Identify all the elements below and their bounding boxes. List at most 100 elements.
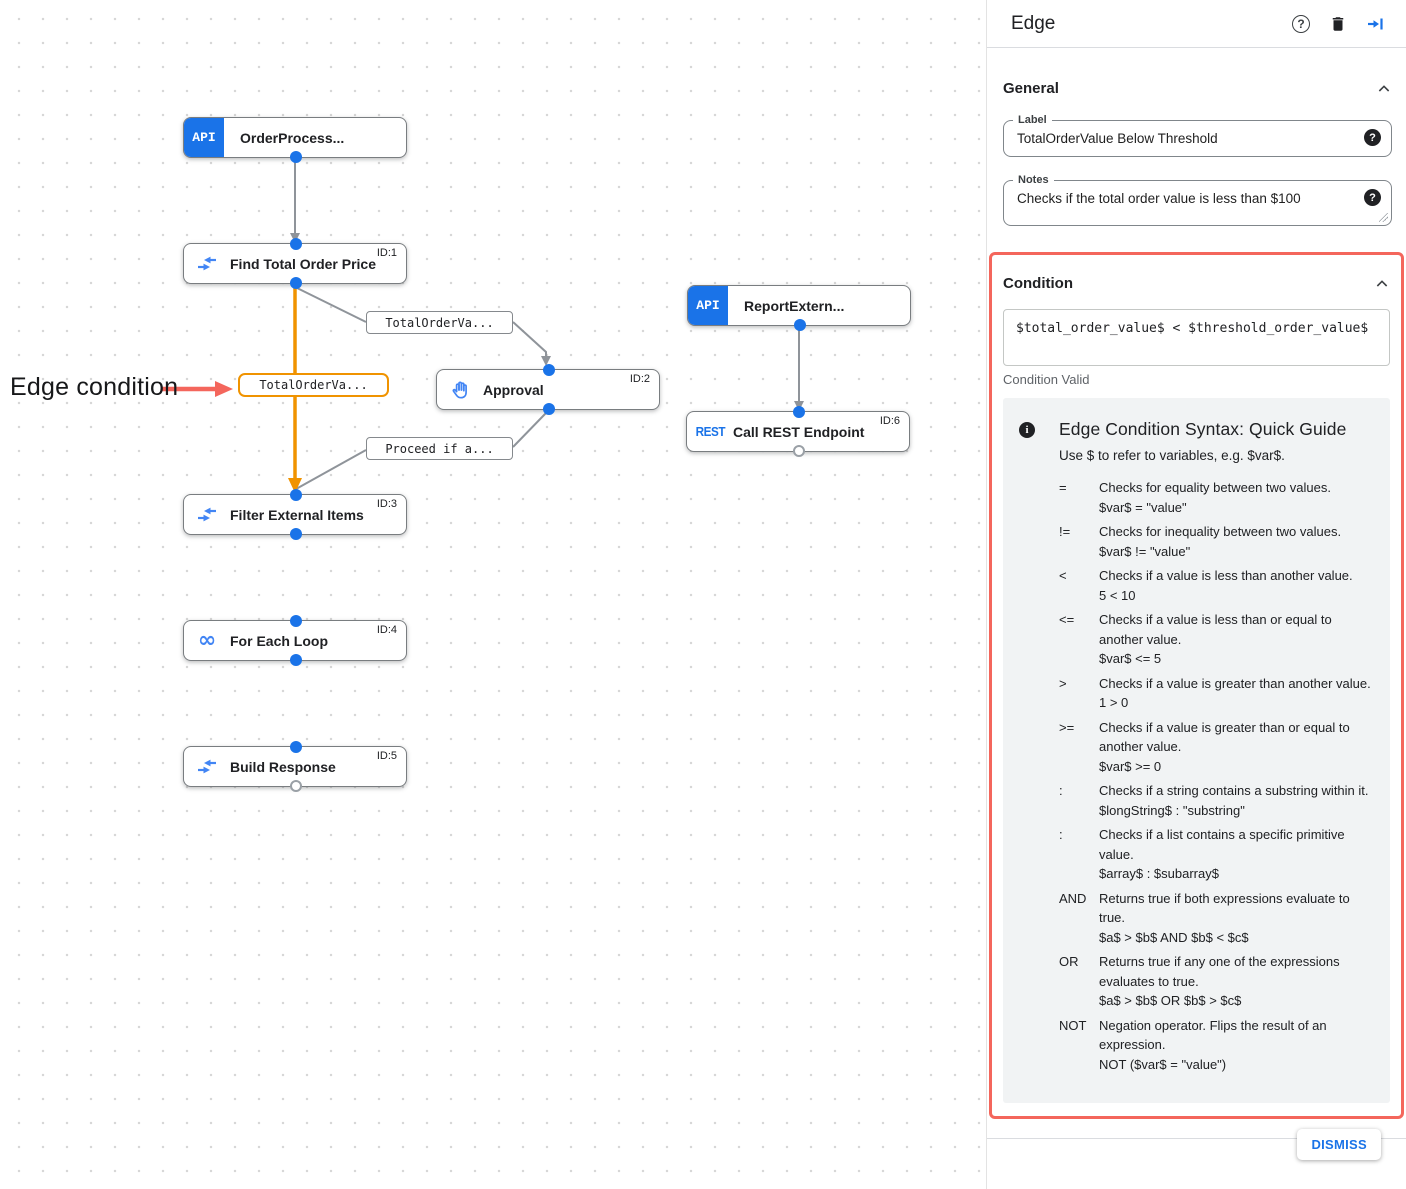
edge-label-from-approval[interactable]: Proceed if a... [366,437,513,460]
operator-desc: Returns true if both expressions evaluat… [1099,890,1350,926]
api-trigger-icon: API [184,118,224,157]
delete-icon[interactable] [1329,14,1347,34]
connection-dot[interactable] [794,319,806,331]
notes-field[interactable]: Notes Checks if the total order value is… [1003,174,1392,226]
collapse-general-icon[interactable] [1376,81,1392,97]
node-title: For Each Loop [230,632,328,649]
flow-canvas[interactable]: API OrderProcess... Find Total Order Pri… [0,0,986,1189]
node-reportextern-trigger[interactable]: API ReportExtern... [687,285,911,331]
node-approval[interactable]: Approval ID:2 [436,364,660,415]
operator: AND [1059,890,1087,906]
edge-branch-to-approval-2[interactable] [512,321,547,358]
node-id-label: ID:1 [376,247,397,259]
operator: <= [1059,612,1075,627]
condition-input[interactable]: $total_order_value$ < $threshold_order_v… [1003,309,1390,366]
connection-dot[interactable] [543,403,555,415]
syntax-row: : Checks if a list contains a specific p… [1059,825,1378,884]
connection-dot[interactable] [290,151,302,163]
syntax-row: : Checks if a string contains a substrin… [1059,781,1378,820]
node-build-response[interactable]: Build Response ID:5 [183,741,407,792]
node-find-total-order-price[interactable]: Find Total Order Price ID:1 [183,238,407,289]
notes-field-value[interactable]: Checks if the total order value is less … [1017,191,1301,206]
operator-example: $array$ : $subarray$ [1099,866,1219,881]
operator-desc: Checks if a list contains a specific pri… [1099,827,1345,862]
node-title: Call REST Endpoint [733,423,865,440]
operator: OR [1059,954,1079,969]
syntax-row: OR Returns true if any one of the expres… [1059,952,1378,1011]
end-connection-dot[interactable] [290,780,302,792]
operator: : [1059,827,1063,842]
connection-dot[interactable] [290,489,302,501]
edge-approval-merge[interactable] [295,449,367,490]
end-connection-dot[interactable] [793,445,805,457]
operator-desc: Checks if a value is greater than or equ… [1099,719,1350,755]
label-field-value[interactable]: TotalOrderValue Below Threshold [1017,131,1218,146]
node-id-label: ID:4 [376,624,397,636]
collapse-panel-icon[interactable] [1366,15,1384,33]
syntax-row: >= Checks if a value is greater than or … [1059,718,1378,777]
syntax-row: AND Returns true if both expressions eva… [1059,889,1378,948]
connection-dot[interactable] [290,654,302,666]
guide-intro: Use $ to refer to variables, e.g. $var$. [1059,448,1285,463]
node-id-label: ID:5 [376,750,397,762]
operator-example: $var$ = "value" [1099,499,1187,515]
edge-approval-out[interactable] [512,412,547,448]
operator-desc: Negation operator. Flips the result of a… [1099,1017,1327,1053]
condition-status: Condition Valid [1003,372,1090,387]
condition-section-highlight: Condition $total_order_value$ < $thresho… [989,252,1404,1119]
operator-desc: Checks for equality between two values. [1099,480,1331,495]
operator: != [1059,524,1071,539]
collapse-condition-icon[interactable] [1374,276,1390,292]
syntax-row: < Checks if a value is less than another… [1059,566,1378,605]
edge-condition-annotation: Edge condition [10,373,179,401]
resize-handle[interactable] [1379,213,1388,222]
help-icon[interactable]: ? [1292,14,1310,33]
syntax-row: > Checks if a value is greater than anot… [1059,674,1378,713]
edge-branch-to-approval[interactable] [294,286,367,323]
syntax-row: NOT Negation operator. Flips the result … [1059,1016,1378,1075]
data-mapping-icon [184,253,230,275]
notes-help-icon[interactable]: ? [1364,189,1381,206]
condition-heading: Condition [1003,275,1073,292]
operator-example: $var$ >= 0 [1099,758,1162,774]
operator: >= [1059,719,1075,735]
connection-dot[interactable] [290,615,302,627]
node-title: Build Response [230,758,336,775]
operator-example: $a$ > $b$ OR $b$ > $c$ [1099,993,1242,1008]
general-heading: General [1003,80,1059,97]
edge-label-selected[interactable]: TotalOrderVa... [238,373,389,397]
node-orderprocess-trigger[interactable]: API OrderProcess... [183,117,407,163]
operator-example: $var$ <= 5 [1099,651,1162,666]
footer-divider [987,1138,1406,1139]
operator-example: $longString$ : "substring" [1099,802,1245,818]
operator-example: $var$ != "value" [1099,543,1191,559]
operator-example: $a$ > $b$ AND $b$ < $c$ [1099,929,1249,945]
node-for-each-loop[interactable]: ∞ For Each Loop ID:4 [183,615,407,666]
connection-dot[interactable] [793,406,805,418]
loop-icon: ∞ [197,627,217,653]
operator: > [1059,675,1067,691]
edge-properties-panel: Edge ? General Label [986,0,1406,1189]
node-id-label: ID:6 [879,415,900,427]
node-call-rest-endpoint[interactable]: REST Call REST Endpoint ID:6 [686,406,910,457]
node-id-label: ID:2 [629,373,650,385]
operator-example: 1 > 0 [1099,695,1129,710]
node-title: ReportExtern... [744,297,845,314]
label-help-icon[interactable]: ? [1364,129,1381,146]
edge-label-to-approval[interactable]: TotalOrderVa... [366,311,513,334]
operator-desc: Checks if a value is less than or equal … [1099,612,1332,647]
node-title: OrderProcess... [240,129,345,146]
api-trigger-icon: API [688,286,728,325]
connection-dot[interactable] [543,364,555,376]
connection-dot[interactable] [290,238,302,250]
panel-title: Edge [1011,12,1056,34]
connection-dot[interactable] [290,528,302,540]
syntax-row: <= Checks if a value is less than or equ… [1059,610,1378,669]
connection-dot[interactable] [290,741,302,753]
label-field[interactable]: Label TotalOrderValue Below Threshold ? [1003,114,1392,157]
node-filter-external-items[interactable]: Filter External Items ID:3 [183,489,407,540]
dismiss-button[interactable]: DISMISS [1297,1129,1381,1160]
approval-hand-icon [437,379,483,401]
connection-dot[interactable] [290,277,302,289]
